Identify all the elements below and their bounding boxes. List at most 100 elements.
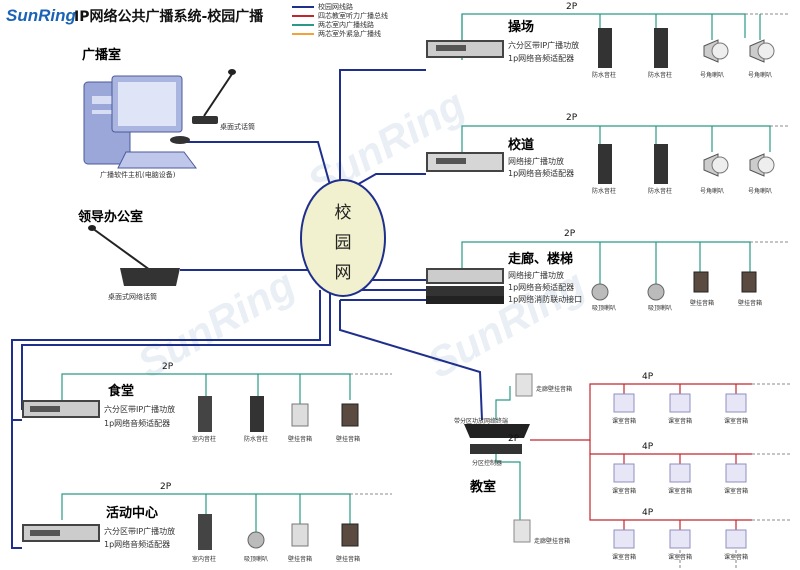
speaker-label: 壁挂音箱: [288, 556, 313, 563]
ceiling-speaker-icon: [647, 283, 665, 301]
ceiling-speaker-icon: [247, 531, 265, 549]
classroom-speaker-icon: [669, 393, 691, 413]
zone-title-campus-road: 校道: [508, 138, 535, 153]
zone-title-corridor: 走廊、楼梯: [508, 252, 574, 267]
column-speaker-icon: [250, 396, 264, 432]
classroom-speaker-icon: [669, 529, 691, 549]
device-label: 1p网络音频适配器: [508, 283, 575, 292]
speaker-label: 防水音柱: [648, 188, 673, 195]
classroom-speaker-icon: [613, 463, 635, 483]
page-title: IP网络公共广播系统-校园广播: [74, 9, 264, 25]
campus-network-ellipse: [300, 179, 386, 297]
speaker-label: 吸顶喇叭: [648, 305, 673, 312]
column-speaker-icon: [598, 144, 612, 184]
column-speaker-icon: [598, 28, 612, 68]
device-label: 1p网络音频适配器: [508, 54, 575, 63]
wall-speaker-icon: [741, 271, 757, 293]
speaker-label: 课室音箱: [724, 488, 749, 495]
amplifier-activity-center: [22, 524, 100, 542]
zone-terminal-icon: [470, 444, 522, 454]
pc-label: 广播软件主机(电脑设备): [100, 171, 176, 179]
device-label: 六分区带IP广播功放: [508, 41, 580, 50]
amplifier-corridor: [426, 268, 504, 304]
campus-network-lines: [11, 69, 483, 549]
zone-title-activity-center: 活动中心: [106, 506, 159, 521]
classroom-speaker-icon: [725, 393, 747, 413]
desktop-mic-icon: [192, 69, 236, 124]
speaker-label: 室内音柱: [192, 556, 217, 563]
legend-swatches: [292, 6, 314, 35]
speaker-label: 走廊壁挂音箱: [536, 386, 573, 393]
pc-icon: [83, 75, 197, 169]
network-line-canteen: [11, 290, 321, 421]
network-switch-icon: [464, 424, 530, 438]
device-label: 1p网络消防联动接口: [508, 295, 583, 304]
wire-label: 2P: [508, 434, 520, 444]
speaker-label: 防水音柱: [244, 436, 269, 443]
wire-label: 2P: [566, 113, 578, 123]
wall-speaker-icon: [693, 271, 709, 293]
legend-item: 两芯室内广播线路: [318, 21, 374, 29]
speaker-label: 课室音箱: [612, 554, 637, 561]
terminal-label: 桌面式网络话筒: [108, 293, 157, 301]
legend-item: 校园网线路: [318, 3, 353, 11]
speaker-label: 课室音箱: [724, 418, 749, 425]
corridor-wall-speaker-icon: [515, 373, 533, 397]
indoor-column-icon: [198, 514, 212, 550]
amplifier-canteen: [22, 400, 100, 418]
horn-speaker-icon: [749, 153, 775, 177]
switch-label: 带分区功放网络终端: [454, 418, 509, 425]
speaker-label: 壁挂音箱: [336, 436, 361, 443]
speaker-label: 吸顶喇叭: [244, 556, 269, 563]
speaker-label: 壁挂音箱: [690, 300, 715, 307]
indoor-column-icon: [198, 396, 212, 432]
speaker-label: 室内音柱: [192, 436, 217, 443]
mic-label: 桌面式话筒: [220, 123, 255, 131]
speaker-label: 号角喇叭: [748, 188, 773, 195]
wall-speaker-icon: [341, 523, 359, 547]
column-speaker-icon: [654, 28, 668, 68]
network-line-activity: [11, 420, 22, 549]
wall-speaker-icon: [291, 403, 309, 427]
device-label: 六分区带IP广播功放: [104, 527, 176, 536]
network-mic-terminal-icon: [88, 225, 180, 286]
campus-network-label: 园: [334, 233, 352, 253]
wire-label: 2P: [162, 362, 174, 372]
network-line-playground: [339, 69, 426, 183]
wire-label: 4P: [642, 442, 654, 452]
campus-network-label: 网: [334, 263, 352, 283]
speaker-label: 吸顶喇叭: [592, 305, 617, 312]
corridor-wall-speaker-icon: [513, 519, 531, 543]
legend-item: 两芯室外紧急广播线: [318, 30, 381, 38]
device-label: 网络接广播功放: [508, 271, 564, 280]
speaker-label: 号角喇叭: [700, 72, 725, 79]
device-label: 1p网络音频适配器: [104, 540, 171, 549]
zone-title-leader-office: 领导办公室: [78, 210, 144, 225]
speaker-label: 防水音柱: [592, 72, 617, 79]
speaker-label: 课室音箱: [612, 488, 637, 495]
ceiling-speaker-icon: [591, 283, 609, 301]
horn-speaker-icon: [703, 39, 729, 63]
network-line-classroom: [339, 300, 483, 421]
legend-item: 四芯教室听力广播总线: [318, 12, 388, 20]
classroom-speaker-icon: [669, 463, 691, 483]
wall-speaker-icon: [291, 523, 309, 547]
indoor-lines: [61, 13, 771, 536]
network-line-leader-office: [180, 244, 319, 271]
zone-title-playground: 操场: [508, 20, 535, 35]
device-label: 网络接广播功放: [508, 157, 564, 166]
zone-title-canteen: 食堂: [108, 384, 135, 399]
device-label: 1p网络音频适配器: [104, 419, 171, 428]
zone-title-classroom: 教室: [470, 480, 497, 495]
speaker-label: 走廊壁挂音箱: [534, 538, 571, 545]
speaker-label: 课室音箱: [668, 488, 693, 495]
speaker-label: 课室音箱: [668, 554, 693, 561]
horn-speaker-icon: [749, 39, 775, 63]
speaker-label: 防水音柱: [648, 72, 673, 79]
device-label: 六分区带IP广播功放: [104, 405, 176, 414]
column-speaker-icon: [654, 144, 668, 184]
speaker-label: 课室音箱: [724, 554, 749, 561]
classroom-speaker-icon: [613, 529, 635, 549]
